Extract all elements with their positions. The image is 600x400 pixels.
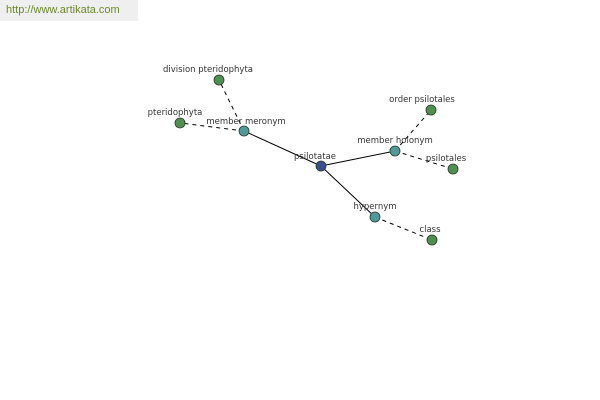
edge-member-holonym-psilotales [394, 150, 454, 170]
node-class[interactable]: class [419, 225, 441, 246]
node-label-class[interactable]: class [419, 225, 441, 235]
node-label-psilotatae[interactable]: psilotatae [294, 152, 336, 162]
edge-hypernym-class [374, 216, 433, 241]
edge-psilotatae-hypernym [320, 165, 376, 218]
node-dot-division-pteridophyta[interactable] [213, 74, 225, 86]
node-label-psilotales[interactable]: psilotales [426, 154, 467, 164]
edge-psilotatae-member-holonym [320, 150, 396, 167]
edge-member-holonym-order-psilotales [394, 109, 432, 152]
node-label-member-holonym[interactable]: member holonym [357, 136, 432, 146]
node-psilotales[interactable]: psilotales [426, 154, 467, 175]
node-dot-order-psilotales[interactable] [425, 104, 437, 116]
node-dot-psilotales[interactable] [447, 163, 459, 175]
edge-member-meronym-pteridophyta [179, 122, 245, 132]
node-label-pteridophyta[interactable]: pteridophyta [148, 108, 203, 118]
node-dot-pteridophyta[interactable] [174, 117, 186, 129]
edges-layer [179, 79, 454, 241]
nodes-layer: psilotatae member meronym member holonym hy… [148, 65, 467, 246]
edge-psilotatae-member-meronym [243, 130, 322, 167]
node-dot-hypernym[interactable] [369, 211, 381, 223]
node-label-order-psilotales[interactable]: order psilotales [389, 95, 455, 105]
node-psilotatae[interactable]: psilotatae [294, 152, 336, 172]
node-order-psilotales[interactable]: order psilotales [389, 95, 455, 116]
edge-member-meronym-division-pteridophyta [218, 79, 245, 132]
node-label-division-pteridophyta[interactable]: division pteridophyta [163, 65, 253, 75]
node-dot-class[interactable] [426, 234, 438, 246]
node-dot-member-holonym[interactable] [389, 145, 401, 157]
node-member-holonym[interactable]: member holonym [357, 136, 433, 157]
node-dot-psilotatae[interactable] [315, 160, 327, 172]
node-member-meronym[interactable]: member meronym [206, 117, 286, 137]
site-url[interactable]: http://www.artikata.com [0, 0, 138, 21]
node-hypernym[interactable]: hypernym [353, 202, 397, 223]
node-label-member-meronym[interactable]: member meronym [206, 117, 285, 127]
node-pteridophyta[interactable]: pteridophyta [148, 108, 203, 129]
node-dot-member-meronym[interactable] [238, 125, 250, 137]
node-label-hypernym[interactable]: hypernym [353, 202, 396, 212]
node-division-pteridophyta[interactable]: division pteridophyta [163, 65, 253, 86]
